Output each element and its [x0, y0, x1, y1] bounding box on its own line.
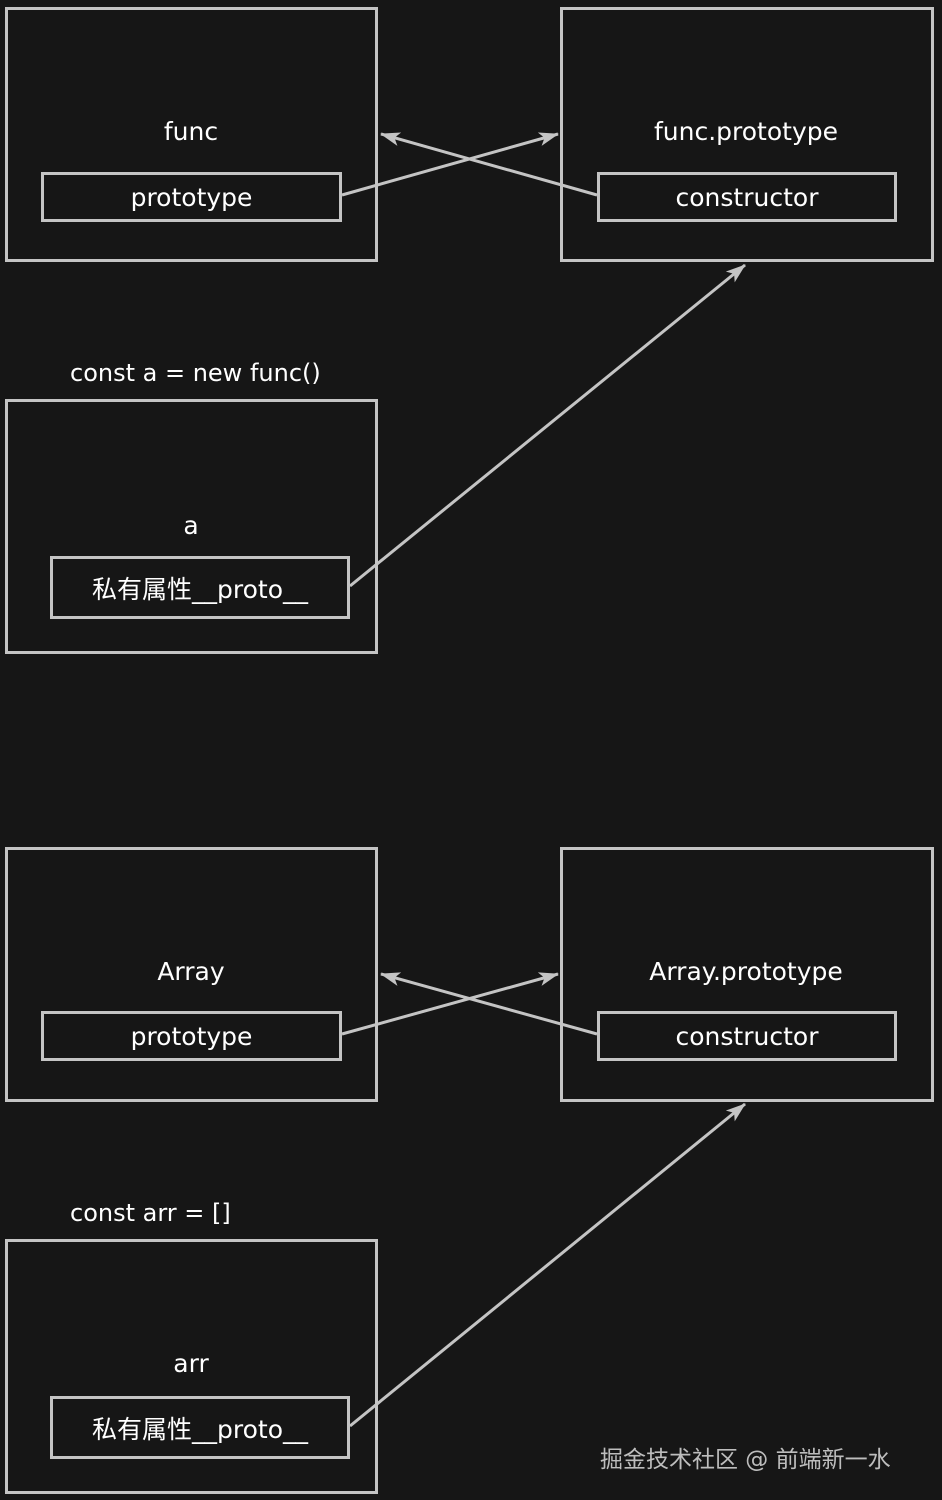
- arrow-constructor-to-func: [380, 132, 598, 197]
- instance-arr-title: arr: [173, 1349, 209, 1378]
- arrow-arr-proto-to-array-prototype: [349, 1102, 746, 1428]
- instance-arr-proto-property: 私有属性__proto__: [50, 1396, 350, 1459]
- func-box-title: func: [163, 117, 219, 146]
- array-prototype-box-title: Array.prototype: [649, 957, 843, 986]
- array-prototype-constructor-property: constructor: [597, 1011, 897, 1061]
- instance-a-box: [5, 399, 378, 654]
- instance-a-caption: const a = new func(): [70, 359, 321, 387]
- func-prototype-constructor-property: constructor: [597, 172, 897, 222]
- array-prototype-box: [560, 847, 934, 1102]
- instance-a-proto-property: 私有属性__proto__: [50, 556, 350, 619]
- array-box-title: Array: [157, 957, 225, 986]
- func-prototype-box: [560, 7, 934, 262]
- watermark: 掘金技术社区 @ 前端新一水: [600, 1447, 891, 1473]
- arrow-constructor-to-array: [380, 972, 598, 1036]
- array-box: [5, 847, 378, 1102]
- func-box: [5, 7, 378, 262]
- arrow-prototype-to-func-prototype: [341, 132, 559, 197]
- func-prototype-box-title: func.prototype: [653, 117, 839, 146]
- func-prototype-property: prototype: [41, 172, 342, 222]
- arrow-array-prototype-to-array-prototype-box: [341, 972, 559, 1036]
- instance-a-title: a: [183, 511, 199, 540]
- instance-arr-caption: const arr = []: [70, 1199, 231, 1227]
- array-prototype-property: prototype: [41, 1011, 342, 1061]
- instance-arr-box: [5, 1239, 378, 1494]
- arrow-a-proto-to-func-prototype: [349, 263, 746, 588]
